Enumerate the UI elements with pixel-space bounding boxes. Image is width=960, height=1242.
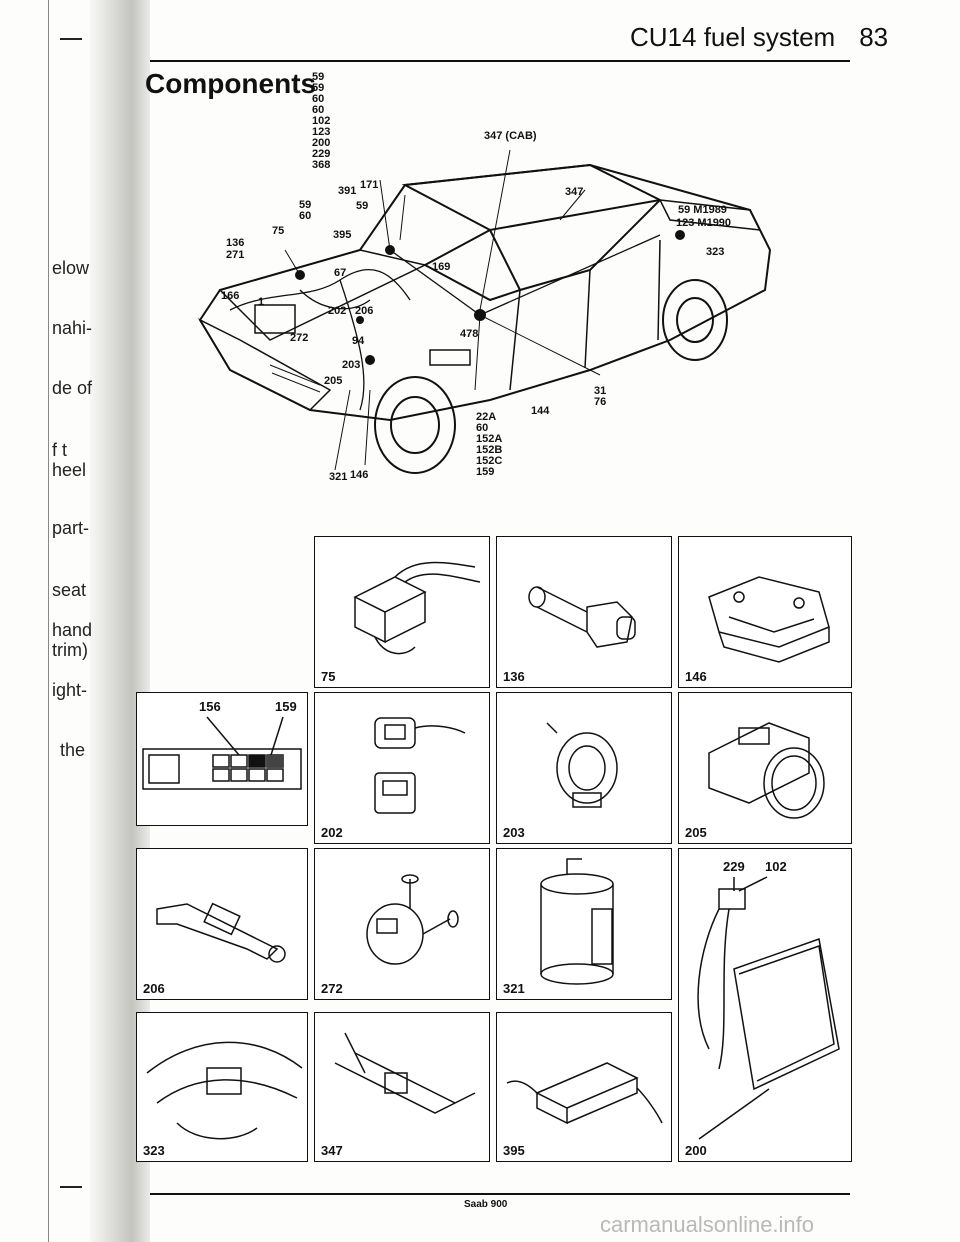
page-header: CU14 fuel system 83 [630,22,888,53]
component-395: 395 [496,1012,672,1162]
fragment-text: hand [52,620,93,640]
component-label: 347 [321,1143,343,1158]
fragment-text: elow [52,258,90,278]
callout: 67 [334,267,347,279]
component-label: 146 [685,669,707,684]
callout: 60 [299,210,312,222]
fuse-panel-figure: 156 159 [136,692,308,826]
component-label: 202 [321,825,343,840]
component-136: 136 [496,536,672,688]
component-label: 321 [503,981,525,996]
component-321: 321 [496,848,672,1000]
callout: 478 [460,328,479,340]
component-203: 203 [496,692,672,844]
page-footer: Saab 900 [464,1199,508,1210]
callout: 146 [350,469,369,481]
callout: 136 [226,237,245,249]
callout: 59 [299,199,312,211]
component-label: 102 [765,859,787,874]
footer-rule [150,1193,850,1195]
fragment-text: f t [52,440,68,460]
component-347: 347 [314,1012,490,1162]
callout: 1 [258,296,265,308]
component-200: 229 102 200 [678,848,852,1162]
margin-line [48,0,49,1242]
component-202: 202 [314,692,490,844]
header-rule [150,60,850,62]
watermark: carmanualsonline.info [600,1212,815,1237]
callout: 321 [329,471,348,483]
component-272: 272 [314,848,490,1000]
component-206: 206 [136,848,308,1000]
section-title: Components [145,68,317,99]
fragment-text: de of [52,378,93,398]
component-label: 75 [321,669,336,684]
component-label: 272 [321,981,343,996]
callout: 59 M1989 [678,204,727,216]
callout: 203 [342,359,361,371]
component-label: 323 [143,1143,165,1158]
callout: 94 [352,335,365,347]
callout: 59 [356,200,369,212]
page-number: 83 [859,22,889,52]
header-title: CU14 fuel system [630,22,836,52]
callout: 323 [706,246,725,258]
margin-dash-top [60,38,82,40]
fuse-label: 156 [199,699,221,714]
component-146: 146 [678,536,852,688]
fragment-text: the [60,740,86,760]
component-label: 200 [685,1143,707,1158]
fragment-text: seat [52,580,87,600]
callout: 166 [221,290,240,302]
callout: 123 M1990 [676,217,732,229]
fragment-text: heel [52,460,87,480]
callout: 271 [226,249,245,261]
component-205: 205 [678,692,852,844]
margin-dash-bottom [60,1186,82,1188]
component-323: 323 [136,1012,308,1162]
callout: 171 [360,179,379,191]
fragment-text: nahi- [52,318,93,338]
component-75: 75 [314,536,490,688]
fragment-text: part- [52,518,90,538]
callout: 144 [531,405,550,417]
component-label: 206 [143,981,165,996]
callout: 75 [272,225,285,237]
fuse-label: 159 [275,699,297,714]
component-label: 395 [503,1143,525,1158]
component-label: 203 [503,825,525,840]
component-label: 136 [503,669,525,684]
component-label: 229 [723,859,745,874]
callout: 347 (CAB) [484,130,537,142]
fragment-text: trim) [52,640,88,660]
callout: 391 [338,185,357,197]
fragment-text: ight- [52,680,88,700]
callout: 395 [333,229,352,241]
car-diagram [198,149,772,474]
callout: 206 [355,305,374,317]
callout: 202 [328,305,347,317]
callout: 169 [432,261,451,273]
callout: 205 [324,375,343,387]
callout: 272 [290,332,309,344]
component-label: 205 [685,825,707,840]
callout: 347 [565,186,584,198]
